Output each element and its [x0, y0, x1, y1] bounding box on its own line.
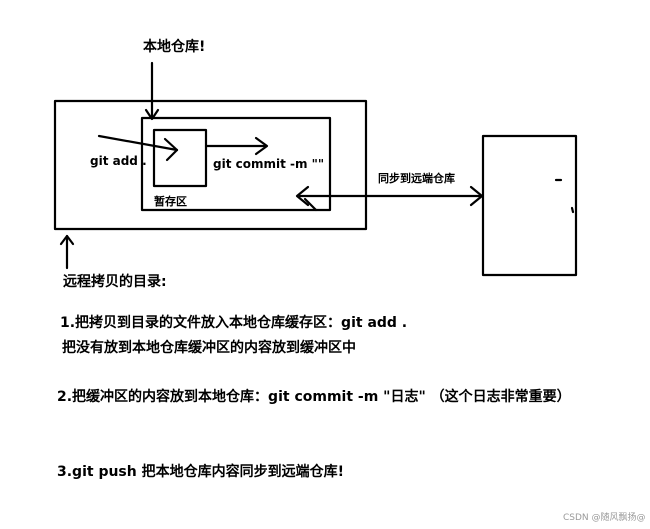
sync-to-remote-label: 同步到远端仓库: [378, 172, 455, 185]
remote-copy-directory-title: 远程拷贝的目录:: [63, 274, 167, 290]
staging-area-label: 暂存区: [154, 195, 187, 208]
working-directory-box: [53, 99, 368, 231]
step3-text: 3.git push 把本地仓库内容同步到远端仓库!: [57, 464, 344, 480]
git-add-label: git add .: [90, 154, 147, 168]
staging-area-box: [152, 128, 208, 188]
local-repository-title: 本地仓库!: [143, 39, 206, 55]
sync-double-arrow: [295, 185, 484, 212]
step1-line1: 1.把拷贝到目录的文件放入本地仓库缓存区：git add .: [60, 315, 408, 331]
remote-repository-box: [481, 134, 578, 277]
step1-line2: 把没有放到本地仓库缓冲区的内容放到缓冲区中: [62, 340, 356, 356]
commit-arrow: [204, 136, 269, 156]
git-add-arrow: [97, 134, 179, 162]
local-repo-pointer-arrow: [144, 61, 160, 121]
local-repository-box: [140, 116, 332, 212]
git-commit-label: git commit -m "": [213, 157, 325, 171]
watermark: CSDN @随风飘扬@: [563, 513, 646, 523]
remote-copy-up-arrow: [59, 234, 75, 270]
remote-box-mark-2: [570, 206, 575, 214]
step2-text: 2.把缓冲区的内容放到本地仓库：git commit -m "日志" （这个日志…: [57, 389, 571, 405]
